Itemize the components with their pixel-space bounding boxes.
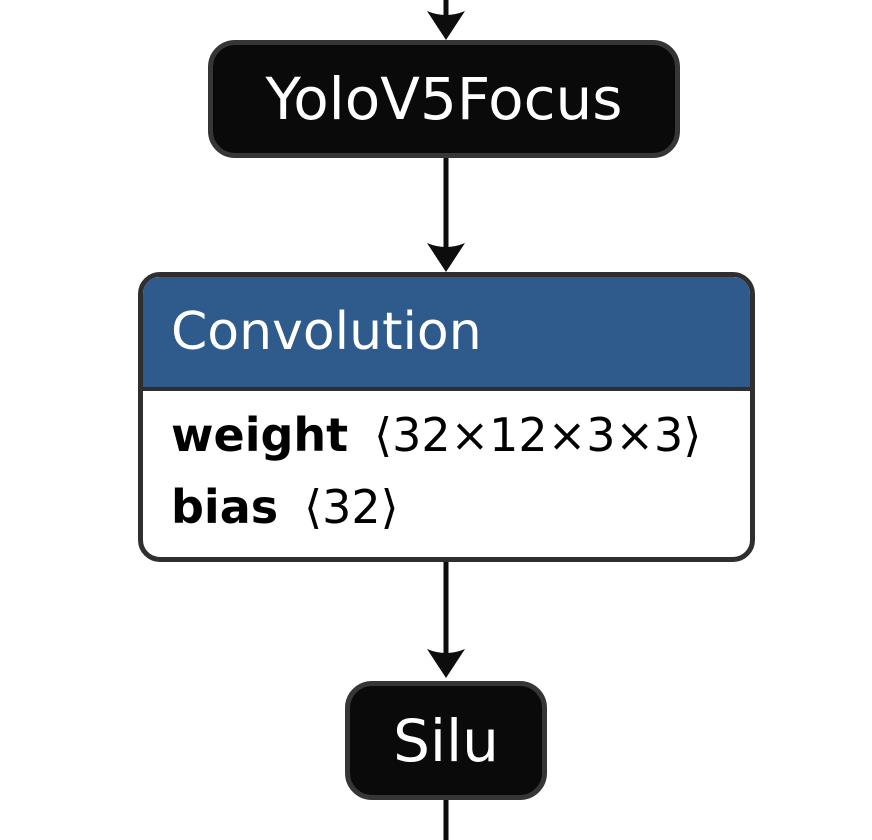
- arrowhead-icon: [427, 243, 465, 272]
- node-label: Silu: [393, 706, 499, 775]
- attribute-value: ⟨32⟩: [304, 480, 399, 534]
- layer-title: Convolution: [171, 302, 482, 362]
- attribute-bias: bias ⟨32⟩: [171, 476, 722, 538]
- node-yolov5focus[interactable]: YoloV5Focus: [208, 40, 680, 158]
- attribute-weight: weight ⟨32×12×3×3⟩: [171, 404, 722, 466]
- edge-input-to-yolov5focus: [427, 0, 465, 40]
- edge-convolution-to-silu: [427, 562, 465, 678]
- attribute-name: bias: [171, 480, 279, 534]
- arrowhead-icon: [427, 649, 465, 678]
- node-label: YoloV5Focus: [265, 65, 623, 133]
- node-silu[interactable]: Silu: [345, 681, 547, 800]
- attribute-name: weight: [171, 407, 349, 462]
- layer-header[interactable]: Convolution: [143, 277, 750, 391]
- arrowhead-icon: [427, 11, 465, 40]
- attribute-value: ⟨32×12×3×3⟩: [374, 407, 702, 462]
- node-convolution[interactable]: Convolution weight ⟨32×12×3×3⟩ bias ⟨32⟩: [138, 272, 755, 562]
- edge-yolov5focus-to-convolution: [427, 158, 465, 272]
- layer-attributes: weight ⟨32×12×3×3⟩ bias ⟨32⟩: [143, 391, 750, 557]
